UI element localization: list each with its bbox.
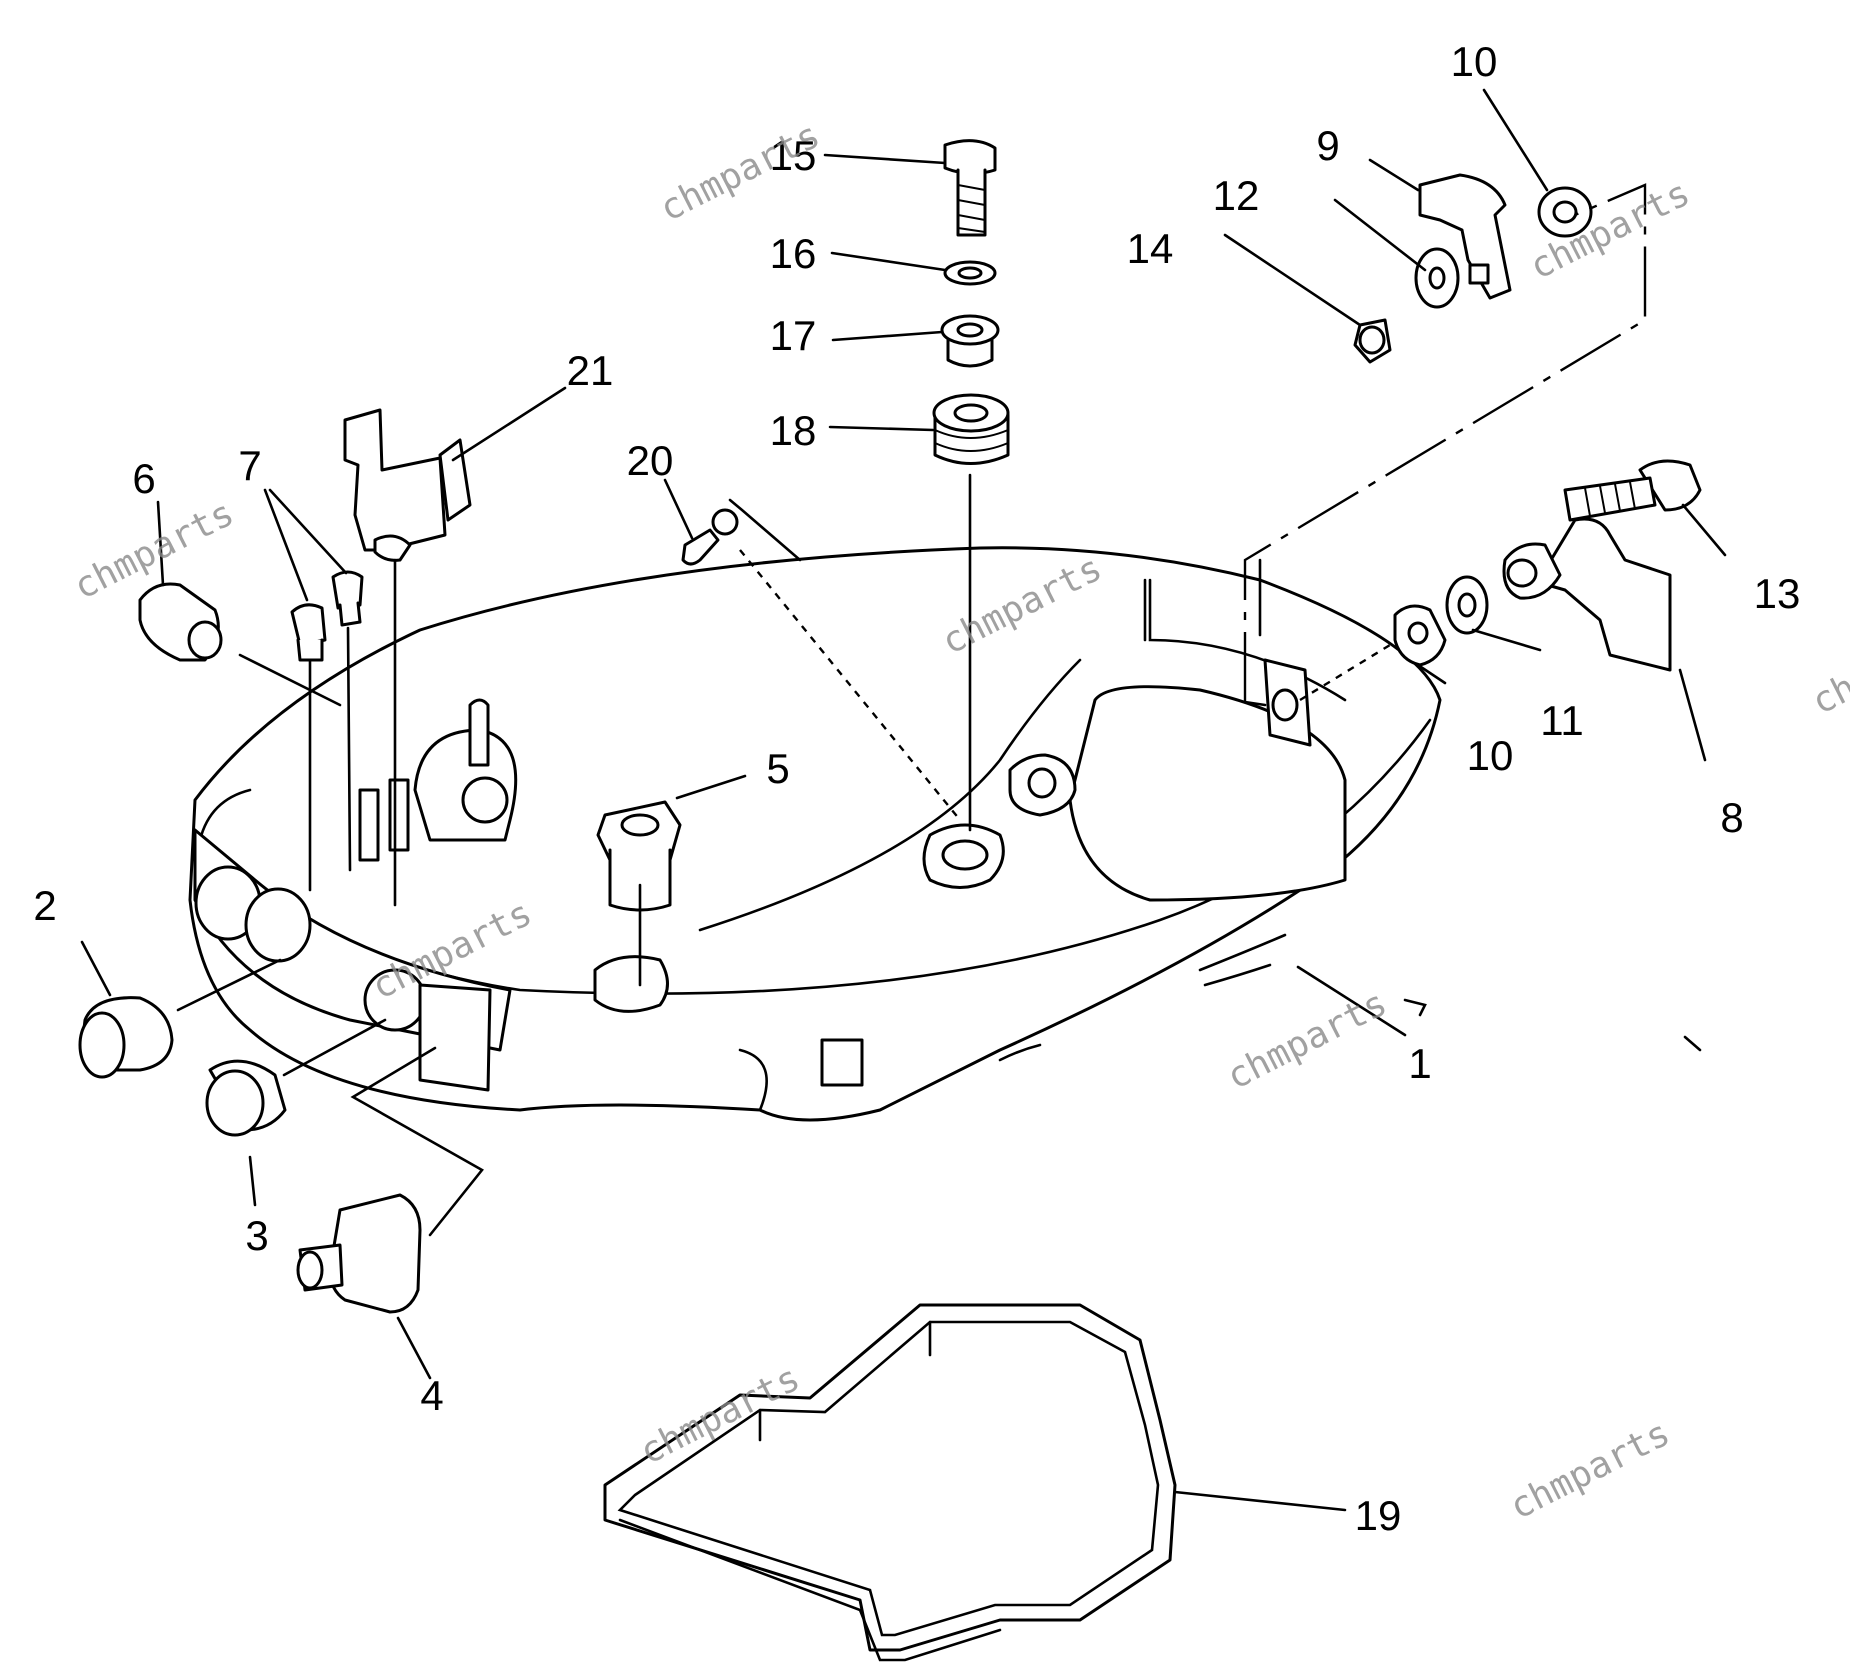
callout-1: 1 (1408, 1040, 1431, 1087)
callout-14: 14 (1127, 225, 1174, 272)
callout-12: 12 (1213, 172, 1260, 219)
part-20-screw (681, 508, 739, 566)
part-8-bracket (1502, 517, 1672, 672)
callout-15: 15 (770, 132, 817, 179)
callout-2: 2 (33, 882, 56, 929)
part-12-washer (1414, 247, 1460, 309)
callout-18: 18 (770, 407, 817, 454)
callout-20: 20 (627, 437, 674, 484)
part-13-bolt (1563, 459, 1702, 522)
callout-3: 3 (245, 1212, 268, 1259)
callout-10-top: 10 (1451, 38, 1498, 85)
callout-6: 6 (132, 455, 155, 502)
callout-16: 16 (770, 230, 817, 277)
callout-5: 5 (766, 745, 789, 792)
callout-10-lower: 10 (1467, 732, 1514, 779)
part-7-grommets (290, 570, 364, 662)
callout-13: 13 (1754, 570, 1801, 617)
callout-11: 11 (1540, 697, 1584, 744)
part-15-bolt (943, 139, 997, 237)
callout-17: 17 (770, 312, 817, 359)
part-3-grommet (205, 1059, 287, 1137)
part-6-plug (138, 582, 223, 662)
part-19-gasket (603, 1303, 1177, 1662)
callout-19: 19 (1355, 1492, 1402, 1539)
callout-21: 21 (567, 347, 614, 394)
leader-lines (80, 88, 1727, 1512)
callout-7: 7 (238, 442, 261, 489)
part-2-plug (78, 996, 174, 1079)
bottom-cowling-housing (188, 546, 1442, 1122)
watermark-text: chmparts (1220, 983, 1393, 1098)
part-14-nut (1353, 318, 1392, 364)
part-17-collar (940, 314, 1000, 368)
callout-9: 9 (1316, 122, 1339, 169)
callout-labels: 1 2 3 4 5 6 7 8 9 10 10 11 12 13 14 15 1… (33, 38, 1800, 1539)
part-10-nut-lower (1393, 604, 1447, 667)
watermark-text: chmparts (1805, 608, 1850, 723)
watermark-text: chmparts (1503, 1413, 1676, 1528)
part-21-bracket (343, 408, 472, 562)
part-4-rubber-mount (296, 1193, 422, 1314)
part-9-bracket (1418, 173, 1512, 300)
part-5-clip (596, 800, 682, 912)
part-16-washer (943, 260, 997, 286)
part-10-nut-top (1537, 186, 1593, 238)
callout-8: 8 (1720, 794, 1743, 841)
part-11-lockwasher (1445, 575, 1489, 635)
callout-4: 4 (420, 1372, 443, 1419)
part-18-grommet (932, 393, 1010, 465)
